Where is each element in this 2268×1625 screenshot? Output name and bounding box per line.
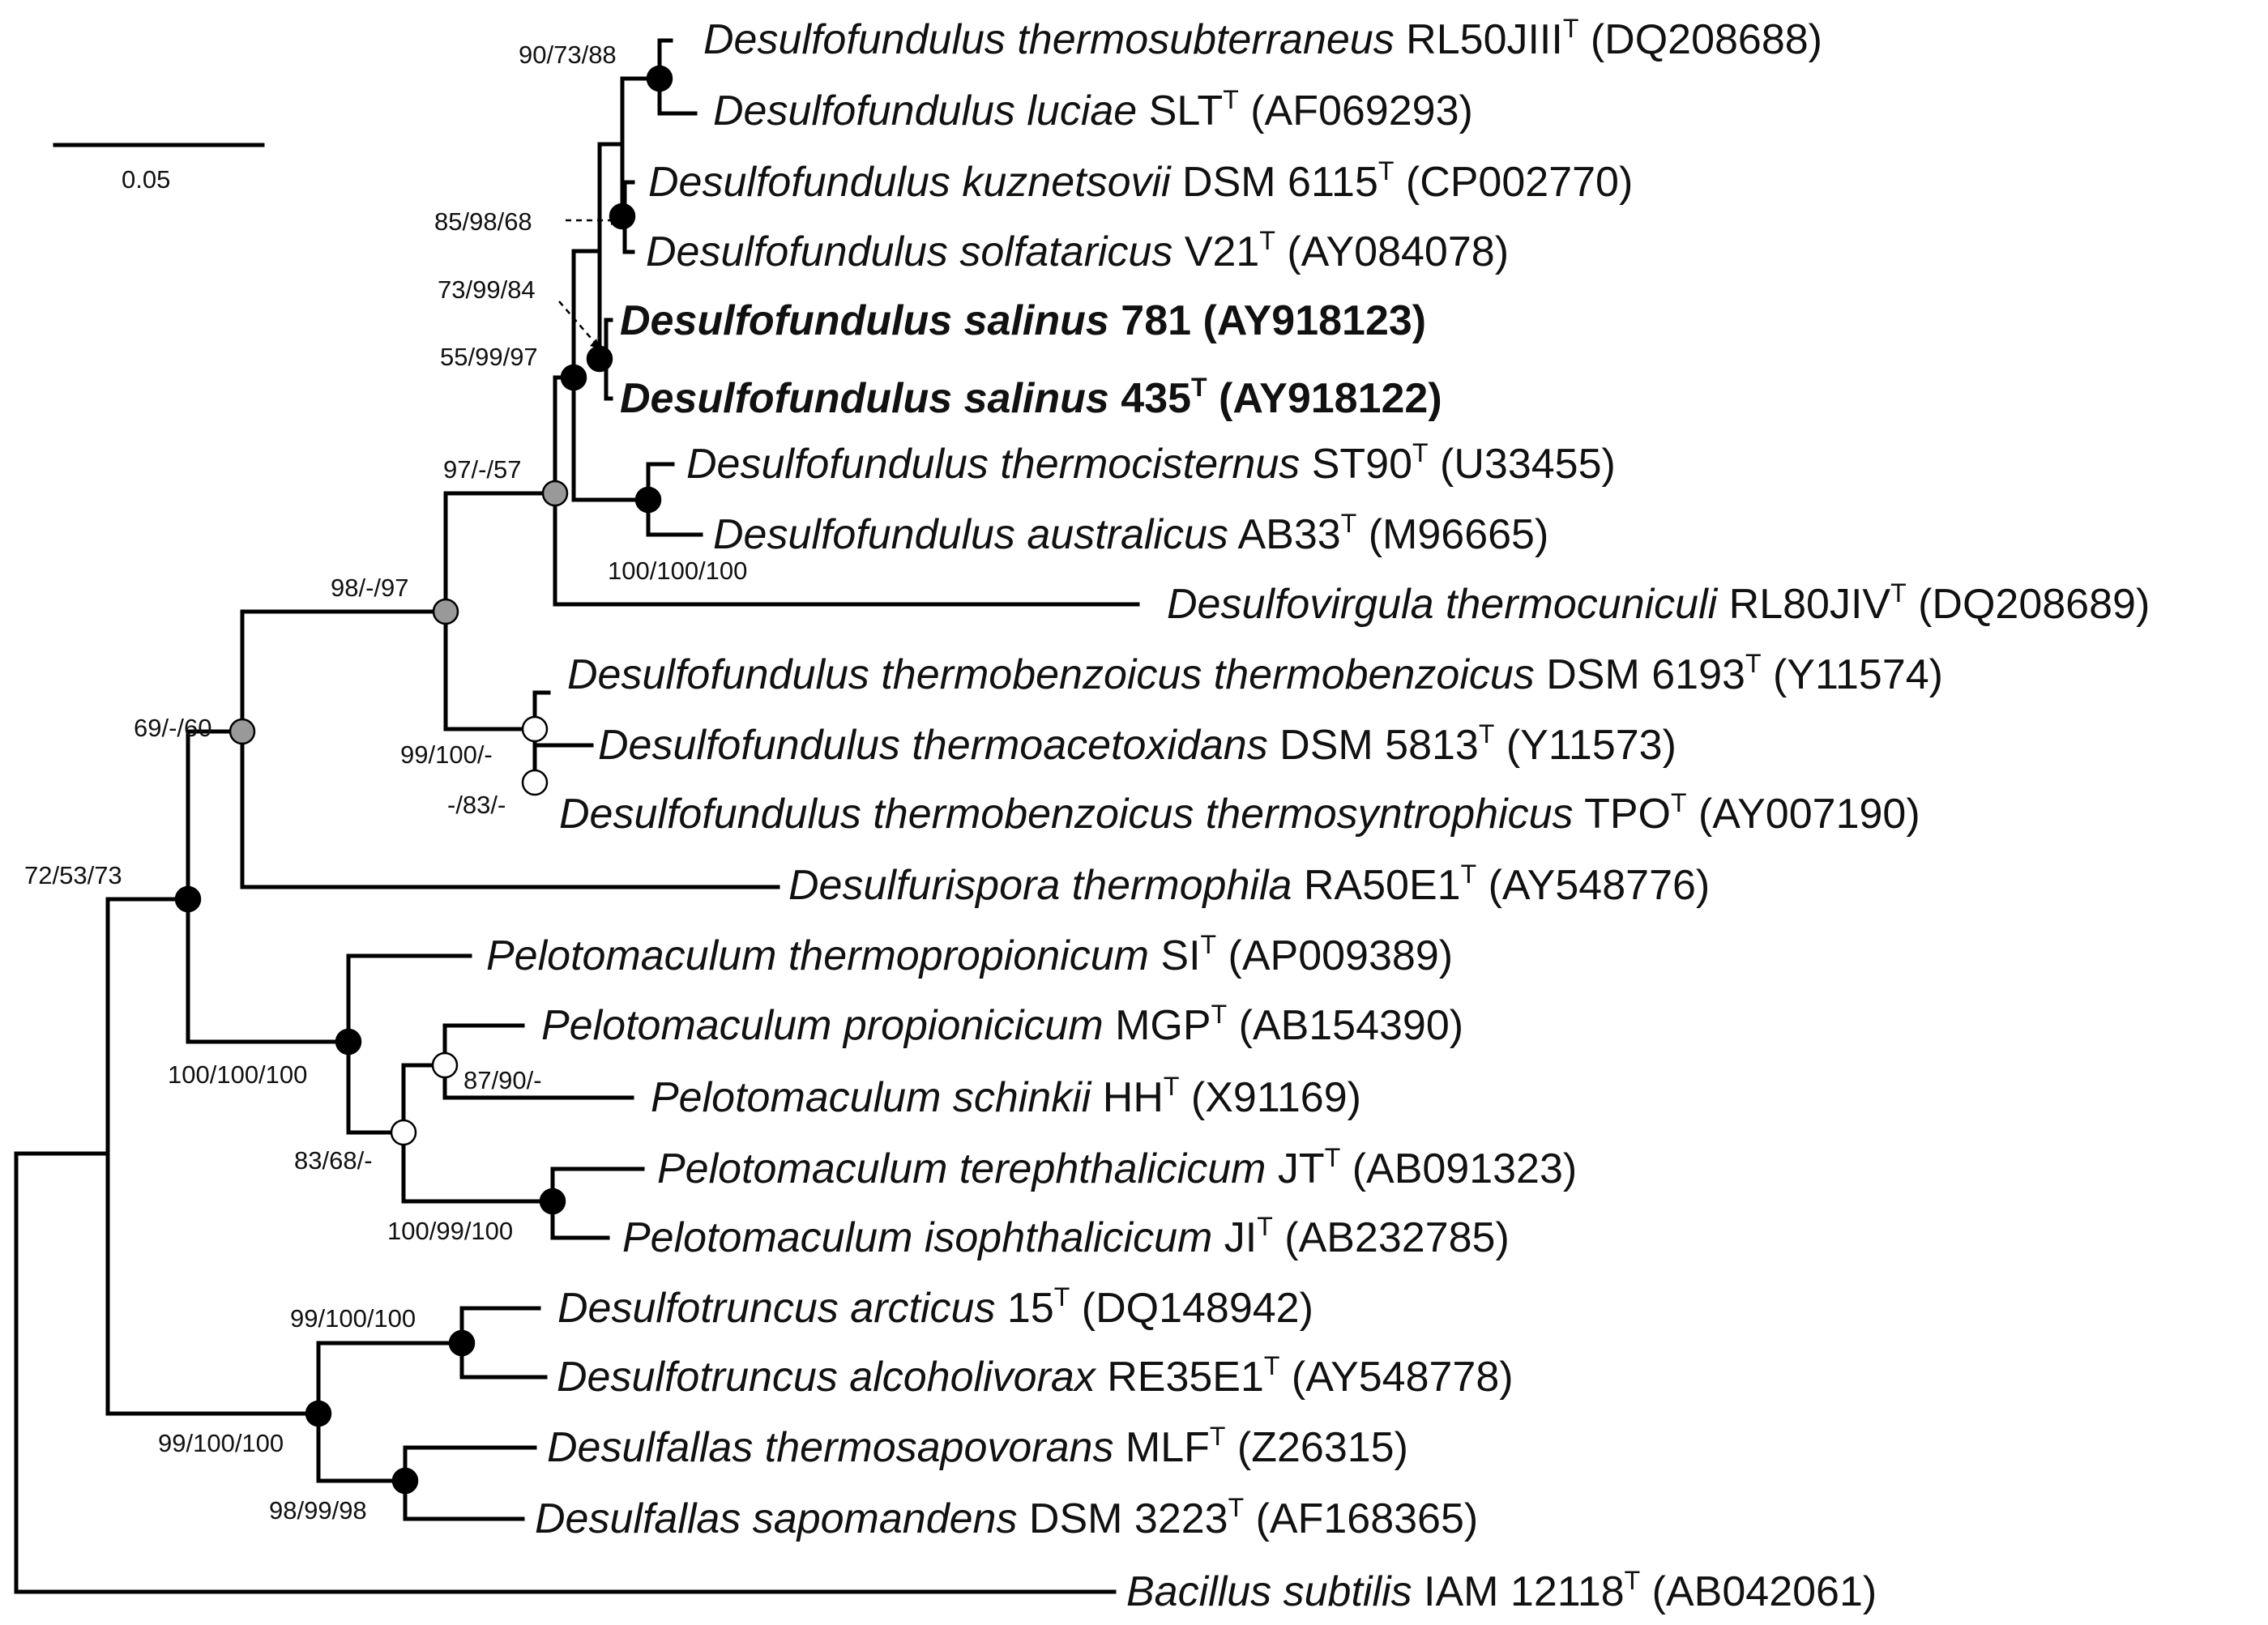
taxon-label: Desulfofundulus thermobenzoicus thermobe… — [567, 649, 1943, 698]
support-label: 98/99/98 — [269, 1496, 367, 1525]
node-marker-weak — [521, 715, 549, 743]
support-label: 98/-/97 — [331, 574, 409, 602]
support-label: 69/-/60 — [134, 714, 212, 742]
node-marker-strong — [174, 885, 202, 913]
taxon-label: Desulfofundulus solfataricus V21T (AY084… — [646, 226, 1509, 275]
support-pointer-line — [558, 301, 596, 344]
taxon-label: Pelotomaculum thermopropionicum SIT (AP0… — [486, 930, 1453, 979]
node-marker-strong — [646, 65, 673, 92]
support-label: -/83/- — [447, 791, 506, 819]
node-marker-strong — [560, 364, 587, 391]
support-label: 85/98/68 — [434, 207, 532, 236]
support-label: 55/99/97 — [440, 343, 538, 371]
node-marker-medium — [432, 598, 459, 625]
taxon-label: Pelotomaculum schinkii HHT (X91169) — [651, 1072, 1361, 1121]
scale-bar: 0.05 — [53, 143, 265, 194]
support-label: 100/100/100 — [608, 557, 747, 585]
taxon-label: Pelotomaculum terephthalicicum JTT (AB09… — [657, 1143, 1577, 1192]
taxon-label: Desulfofundulus luciae SLTT (AF069293) — [713, 85, 1473, 134]
node-marker-weak — [390, 1119, 417, 1146]
support-label: 99/100/- — [400, 740, 493, 769]
support-label: 90/73/88 — [519, 41, 617, 69]
node-marker-strong — [586, 345, 613, 373]
node-marker-strong — [335, 1028, 362, 1056]
taxon-label: Desulfofundulus thermosubterraneus RL50J… — [703, 14, 1822, 63]
node-markers — [174, 65, 673, 1495]
taxon-label: Desulfofundulus australicus AB33T (M9666… — [713, 509, 1548, 558]
support-labels: 90/73/88 85/98/68 73/99/84 55/99/97 97/-… — [24, 41, 747, 1525]
taxon-labels: Desulfofundulus thermosubterraneus RL50J… — [486, 14, 2150, 1615]
node-marker-strong — [305, 1400, 332, 1427]
taxon-label: Desulfofundulus thermobenzoicus thermosy… — [559, 788, 1920, 838]
taxon-label: Desulfotruncus arcticus 15T (DQ148942) — [557, 1282, 1313, 1332]
scale-bar-label: 0.05 — [122, 165, 170, 194]
taxon-label: Desulfotruncus alcoholivorax RE35E1T (AY… — [557, 1351, 1514, 1401]
taxon-label: Desulfofundulus salinus 435T (AY918122) — [620, 373, 1442, 422]
branch — [14, 1151, 1117, 1594]
taxon-label: Pelotomaculum isophthalicicum JIT (AB232… — [622, 1212, 1510, 1261]
node-marker-strong — [448, 1329, 476, 1357]
support-label: 100/100/100 — [168, 1060, 307, 1089]
support-label: 73/99/84 — [438, 275, 536, 304]
support-label: 97/-/57 — [443, 455, 522, 484]
taxon-label: Desulfallas sapomandens DSM 3223T (AF168… — [535, 1493, 1478, 1542]
node-marker-medium — [541, 480, 569, 507]
taxon-label: Desulfofundulus salinus 781 (AY918123) — [620, 297, 1426, 344]
support-label: 83/68/- — [294, 1146, 373, 1175]
taxon-label: Pelotomaculum propionicicum MGPT (AB1543… — [541, 1000, 1463, 1049]
taxon-label: Bacillus subtilis IAM 12118T (AB042061) — [1126, 1566, 1877, 1615]
node-marker-weak — [431, 1051, 459, 1079]
support-label: 72/53/73 — [24, 861, 122, 889]
node-marker-strong — [609, 203, 636, 230]
support-pointers — [558, 215, 621, 349]
node-marker-strong — [539, 1188, 566, 1215]
taxon-label: Desulfofundulus kuznetsovii DSM 6115T (C… — [648, 156, 1633, 206]
taxon-label: Desulfofundulus thermoacetoxidans DSM 58… — [598, 719, 1676, 769]
taxon-label: Desulfurispora thermophila RA50E1T (AY54… — [788, 859, 1710, 909]
support-label: 99/100/100 — [158, 1429, 284, 1457]
taxon-label: Desulfovirgula thermocuniculi RL80JIVT (… — [1167, 578, 2150, 628]
node-marker-medium — [229, 718, 256, 745]
support-label: 87/90/- — [463, 1066, 542, 1094]
taxon-label: Desulfallas thermosapovorans MLFT (Z2631… — [547, 1422, 1408, 1471]
node-marker-strong — [391, 1467, 419, 1495]
support-label: 100/99/100 — [387, 1217, 513, 1245]
node-marker-strong — [634, 486, 662, 514]
taxon-label: Desulfofundulus thermocisternus ST90T (U… — [686, 438, 1616, 488]
support-label: 99/100/100 — [290, 1304, 416, 1333]
node-marker-weak — [521, 769, 549, 796]
